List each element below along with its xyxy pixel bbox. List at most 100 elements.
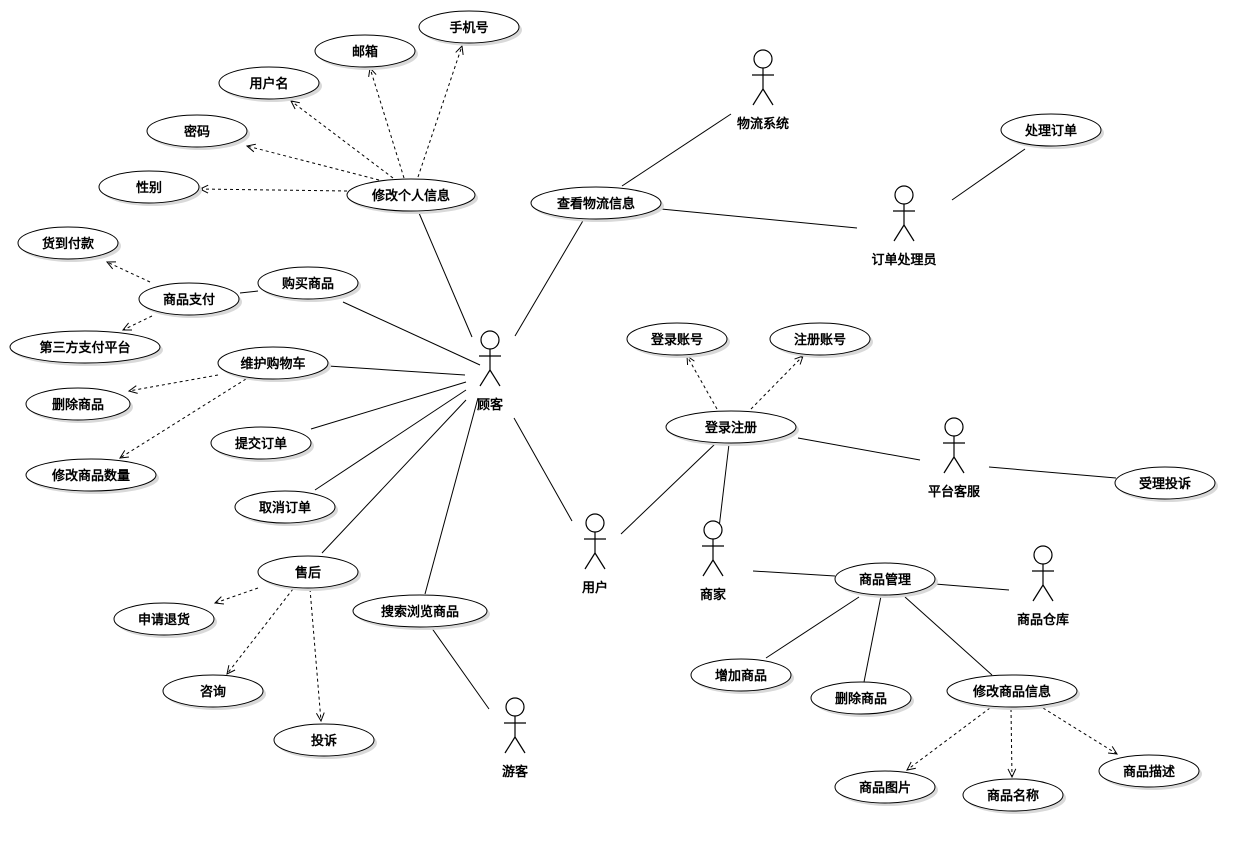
use-case-processOrder: 处理订单 — [1000, 113, 1104, 149]
use-case-label: 性别 — [136, 180, 162, 196]
use-case-ellipse — [234, 490, 336, 524]
use-case-label: 登录注册 — [704, 420, 757, 436]
use-case-password: 密码 — [146, 114, 250, 150]
use-case-label: 修改个人信息 — [371, 188, 450, 204]
dependency-productPay-thirdParty — [122, 315, 153, 331]
actor-label: 物流系统 — [737, 116, 789, 132]
use-case-label: 商品管理 — [859, 572, 911, 588]
use-case-handleComplaint: 受理投诉 — [1114, 466, 1218, 502]
use-case-ellipse — [314, 34, 416, 68]
dependency-loginReg-login — [686, 355, 718, 410]
association-productMgmt-editProduct — [904, 596, 993, 676]
edges-layer — [105, 44, 1118, 779]
use-case-ellipse — [352, 594, 488, 628]
use-case-login: 登录账号 — [626, 322, 730, 358]
use-case-label: 删除商品 — [835, 691, 887, 707]
association-viewLogistics-customer — [514, 218, 585, 337]
use-case-label: 货到付款 — [42, 236, 95, 252]
association-search-visitor — [430, 626, 490, 710]
dependency-loginReg-register — [750, 355, 804, 410]
use-case-cartDelete: 删除商品 — [25, 387, 133, 423]
association-productMgmt-warehouse — [934, 583, 1010, 591]
dependency-arrowhead-productImg — [906, 761, 916, 771]
actor-right-leg — [903, 224, 915, 242]
association-service-handleComplaint — [988, 466, 1117, 479]
association-loginReg-service — [797, 437, 921, 461]
use-case-label: 邮箱 — [352, 44, 378, 60]
use-case-label: 用户名 — [248, 76, 288, 92]
actor-head — [753, 49, 773, 69]
actor-right-leg — [762, 88, 774, 106]
use-case-register: 注册账号 — [769, 322, 873, 358]
use-case-label: 商品名称 — [987, 788, 1039, 804]
association-productMgmt-delProduct — [863, 595, 882, 683]
association-orderHandler-processOrder — [951, 148, 1026, 201]
use-case-label: 处理订单 — [1024, 123, 1077, 139]
actor-logistics: 物流系统 — [737, 49, 789, 132]
actor-head — [944, 417, 964, 437]
use-case-ellipse — [210, 426, 312, 460]
use-case-label: 修改商品数量 — [51, 468, 130, 484]
use-case-ellipse — [1114, 466, 1216, 500]
use-case-afterSale: 售后 — [257, 555, 361, 591]
use-case-ellipse — [273, 723, 375, 757]
actor-user: 用户 — [581, 513, 608, 596]
actor-service: 平台客服 — [928, 417, 981, 500]
dependency-editProduct-productName — [1010, 708, 1013, 778]
use-case-cart: 维护购物车 — [217, 346, 331, 382]
actor-left-leg — [752, 88, 764, 106]
actor-right-leg — [1042, 584, 1054, 602]
dependency-arrowhead-complain — [315, 712, 325, 723]
actor-right-leg — [489, 369, 501, 387]
actor-head — [703, 520, 723, 540]
actor-orderHandler: 订单处理员 — [871, 185, 937, 268]
use-case-ellipse — [146, 114, 248, 148]
use-case-ellipse — [138, 282, 240, 316]
actor-warehouse: 商品仓库 — [1017, 545, 1069, 628]
actor-visitor: 游客 — [502, 697, 529, 780]
use-case-cartQty: 修改商品数量 — [25, 458, 159, 494]
actor-label: 游客 — [502, 764, 529, 780]
use-case-label: 修改商品信息 — [972, 684, 1051, 700]
use-case-ellipse — [690, 658, 792, 692]
use-case-ellipse — [25, 458, 157, 492]
dependency-modifyInfo-username — [290, 100, 394, 179]
use-case-ellipse — [665, 410, 797, 444]
dependency-arrowhead-productName — [1007, 768, 1017, 779]
use-case-label: 密码 — [183, 124, 210, 140]
use-case-label: 商品描述 — [1123, 764, 1175, 780]
use-case-ellipse — [346, 178, 476, 212]
use-case-label: 商品图片 — [859, 780, 911, 796]
use-case-label: 商品支付 — [163, 292, 215, 308]
use-case-complain: 投诉 — [273, 723, 377, 759]
actor-label: 商家 — [700, 587, 727, 603]
use-case-label: 手机号 — [449, 20, 488, 36]
use-case-gender: 性别 — [98, 170, 202, 206]
use-case-refund: 申请退货 — [113, 602, 217, 638]
association-modifyInfo-customer — [418, 212, 473, 338]
use-case-label: 投诉 — [311, 733, 337, 749]
actor-label: 平台客服 — [928, 484, 981, 500]
use-case-ellipse — [17, 226, 119, 260]
actor-label: 商品仓库 — [1017, 612, 1069, 628]
use-case-ellipse — [626, 322, 728, 356]
use-case-label: 查看物流信息 — [556, 196, 635, 212]
association-viewLogistics-logistics — [621, 113, 732, 187]
actor-right-leg — [514, 736, 526, 754]
dependency-arrowhead-password — [245, 143, 256, 153]
actor-left-leg — [943, 456, 955, 474]
actor-left-leg — [702, 559, 714, 577]
dependency-arrowhead-consult — [226, 665, 236, 675]
dependency-modifyInfo-password — [246, 145, 380, 181]
use-case-buy: 购买商品 — [257, 266, 361, 302]
use-case-productPay: 商品支付 — [138, 282, 242, 318]
use-case-submitOrder: 提交订单 — [210, 426, 314, 462]
use-case-ellipse — [162, 674, 264, 708]
actor-left-leg — [479, 369, 491, 387]
actor-head — [480, 330, 500, 350]
use-case-ellipse — [218, 66, 320, 100]
use-case-thirdParty: 第三方支付平台 — [9, 330, 163, 366]
association-submitOrder-customer — [310, 381, 467, 430]
association-customer-user — [513, 417, 573, 522]
